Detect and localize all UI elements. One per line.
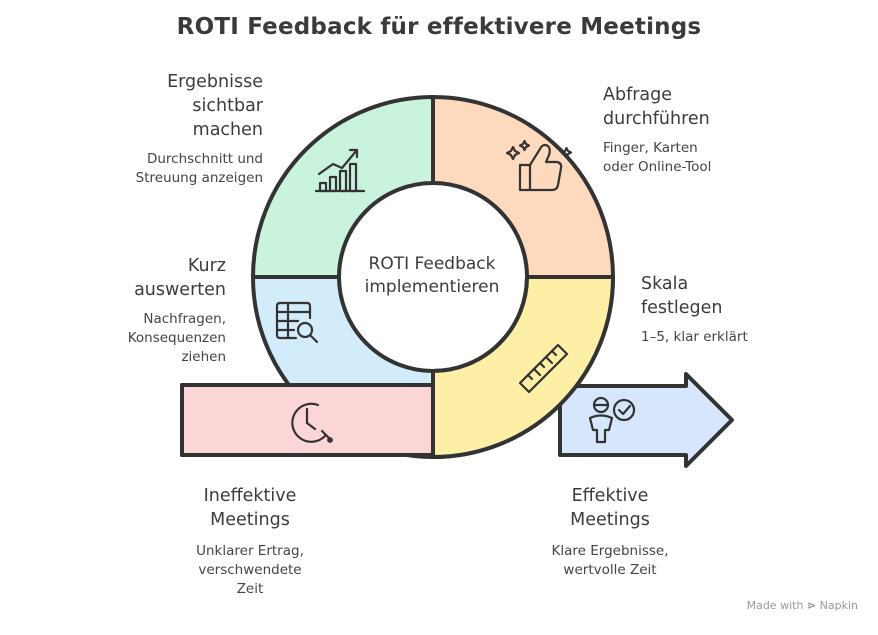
step-survey-desc-1: Finger, Karten bbox=[603, 140, 698, 156]
step-scale-heading-2: festlegen bbox=[641, 298, 723, 318]
step-results-desc-2: Streuung anzeigen bbox=[135, 170, 263, 186]
end-desc-2: wertvolle Zeit bbox=[563, 562, 657, 578]
end-heading-2: Meetings bbox=[570, 510, 650, 530]
start-heading-1: Ineffektive bbox=[203, 486, 297, 506]
step-scale-desc-1: 1–5, klar erklärt bbox=[641, 329, 748, 345]
ring-segment-results bbox=[251, 95, 435, 279]
end-arrow bbox=[558, 372, 734, 468]
step-evaluate-desc-3: ziehen bbox=[181, 349, 226, 365]
step-results-heading-3: machen bbox=[192, 120, 263, 140]
end-desc-1: Klare Ergebnisse, bbox=[551, 543, 669, 559]
person-check-icon bbox=[588, 396, 636, 444]
start-desc-3: Zeit bbox=[236, 581, 264, 597]
step-evaluate-desc-2: Konsequenzen bbox=[127, 330, 226, 346]
end-heading-1: Effektive bbox=[571, 486, 649, 506]
step-scale-label: Skala festlegen 1–5, klar erklärt bbox=[641, 272, 841, 347]
table-search-icon bbox=[275, 301, 319, 344]
center-label-line-1: ROTI Feedback bbox=[368, 254, 496, 274]
step-results-heading-1: Ergebnisse bbox=[167, 72, 263, 92]
start-label: Ineffektive Meetings Unklarer Ertrag, ve… bbox=[150, 484, 350, 599]
step-results-label: Ergebnisse sichtbar machen Durchschnitt … bbox=[93, 70, 263, 188]
step-evaluate-heading-2: auswerten bbox=[134, 280, 226, 300]
diagram-title: ROTI Feedback für effektivere Meetings bbox=[176, 14, 702, 40]
napkin-logo-icon: ⋗ bbox=[806, 599, 817, 612]
step-results-heading-2: sichtbar bbox=[192, 96, 263, 116]
step-evaluate-label: Kurz auswerten Nachfragen, Konsequenzen … bbox=[66, 254, 226, 367]
start-desc-2: verschwendete bbox=[198, 562, 302, 578]
center-label: ROTI Feedback implementieren bbox=[332, 253, 532, 299]
clock-icon bbox=[291, 402, 333, 443]
footer-credit: Made with ⋗ Napkin bbox=[747, 599, 858, 612]
step-scale-heading-1: Skala bbox=[641, 274, 689, 294]
ruler-icon bbox=[518, 343, 569, 394]
footer-made-with: Made with bbox=[746, 599, 804, 612]
step-survey-label: Abfrage durchführen Finger, Karten oder … bbox=[603, 83, 803, 177]
center-label-line-2: implementieren bbox=[364, 277, 500, 297]
step-evaluate-heading-1: Kurz bbox=[187, 256, 226, 276]
step-survey-heading-1: Abfrage bbox=[603, 85, 673, 105]
start-heading-2: Meetings bbox=[210, 510, 290, 530]
start-desc-1: Unklarer Ertrag, bbox=[196, 543, 304, 559]
step-results-desc-1: Durchschnitt und bbox=[146, 151, 263, 167]
step-survey-heading-2: durchführen bbox=[603, 109, 710, 129]
step-survey-desc-2: oder Online-Tool bbox=[603, 159, 712, 175]
step-evaluate-desc-1: Nachfragen, bbox=[143, 311, 226, 327]
footer-brand: Napkin bbox=[819, 599, 858, 612]
thumbs-up-icon bbox=[505, 139, 573, 192]
chart-growth-icon bbox=[314, 148, 366, 193]
end-label: Effektive Meetings Klare Ergebnisse, wer… bbox=[510, 484, 710, 580]
ring-segment-survey bbox=[431, 95, 615, 279]
